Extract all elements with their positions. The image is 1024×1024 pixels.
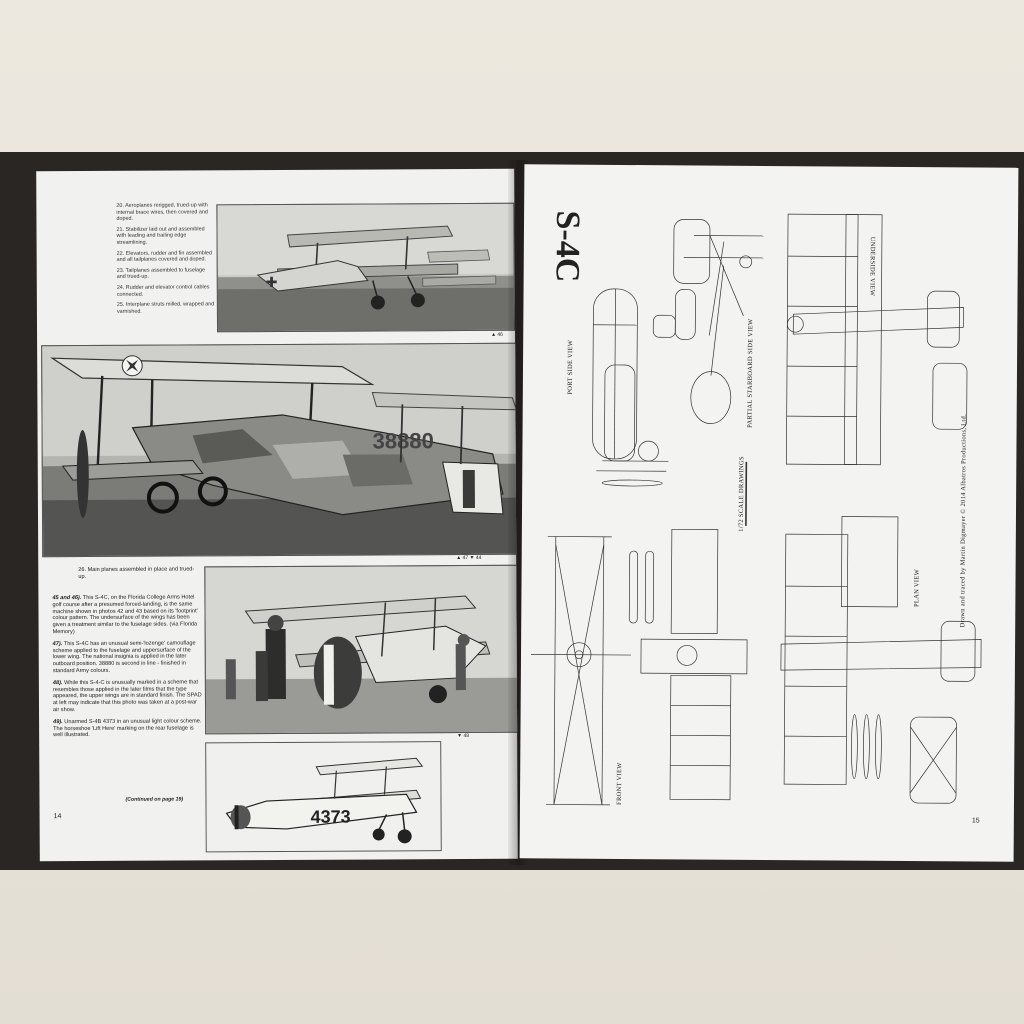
caption: 48). While this S-4-C is unusually marke… xyxy=(52,679,202,714)
assembly-step: 23. Tailplanes assembled to fuselage and… xyxy=(116,267,206,281)
fuselage-plan-drawing xyxy=(628,528,748,801)
port-side-view-drawing xyxy=(592,288,669,487)
caption: 47). This S-4C has an unusual semi-'loze… xyxy=(52,640,196,675)
assembly-steps: 20. Aeroplanes rerigged, trued-up with i… xyxy=(116,202,215,319)
partial-starboard-side-view-drawing xyxy=(652,219,764,424)
label-underside-view: UNDERSIDE VIEW xyxy=(868,236,876,297)
assembly-step: 25. Interplane struts milled, wrapped an… xyxy=(116,301,215,315)
label-front-view: FRONT VIEW xyxy=(615,762,624,805)
label-port-side-view: PORT SIDE VIEW xyxy=(566,339,575,395)
label-scale-drawings: 1/72 SCALE DRAWINGS xyxy=(737,456,746,532)
caption: 45 and 46). This S-4C, on the Florida Co… xyxy=(52,594,198,636)
page-number-left: 14 xyxy=(53,813,62,821)
caption: 49). Unarmed S-4B 4373 in an unusual lig… xyxy=(53,718,202,739)
continued-note: (Continued on page 19) xyxy=(125,796,184,803)
caption-column: 45 and 46). This S-4C, on the Florida Co… xyxy=(52,594,203,744)
photo-ref-middle: ▲ 47 ▼ 44 xyxy=(456,554,482,562)
photo-biplane-group xyxy=(204,564,518,735)
underside-view-drawing xyxy=(785,213,968,466)
drawing-title: S-4C xyxy=(548,210,587,283)
assembly-step: 20. Aeroplanes rerigged, trued-up with i… xyxy=(116,202,208,223)
plan-view-drawing xyxy=(780,516,982,804)
label-partial-starboard-side-view: PARTIAL STARBOARD SIDE VIEW xyxy=(746,318,755,428)
photo-aircraft-4373: 4373 xyxy=(205,741,442,853)
label-plan-view: PLAN VIEW xyxy=(913,568,921,608)
left-page: 20. Aeroplanes rerigged, trued-up with i… xyxy=(36,168,518,862)
photo-biplane-large: 38880 xyxy=(41,342,518,558)
svg-text:✚: ✚ xyxy=(266,274,278,290)
aircraft-serial-small: 4373 xyxy=(311,807,351,827)
photo-ref-top: ▲ 46 xyxy=(491,331,503,338)
scale-drawings xyxy=(531,213,982,806)
right-page: S-4C PORT SIDE VIEW PARTIAL STARBOARD SI… xyxy=(519,164,1019,862)
step-26: 26. Main planes assembled in place and t… xyxy=(78,566,195,580)
photo-ref-lower: ▼ 48 xyxy=(457,732,470,740)
page-number-right: 15 xyxy=(971,817,980,825)
aircraft-serial-large: 38880 xyxy=(373,428,434,453)
assembly-step: 22. Elevators, rudder and fin assembled … xyxy=(116,249,212,263)
photo-biplane-top: ✚ xyxy=(216,202,516,333)
assembly-step: 24. Rudder and elevator control cables c… xyxy=(116,284,210,298)
drawing-credit: Drawn and traced by Martin Digmayer © 20… xyxy=(959,413,968,628)
front-view-drawing xyxy=(531,536,632,806)
assembly-step: 21. Stabilizer laid out and assembled wi… xyxy=(116,226,205,246)
